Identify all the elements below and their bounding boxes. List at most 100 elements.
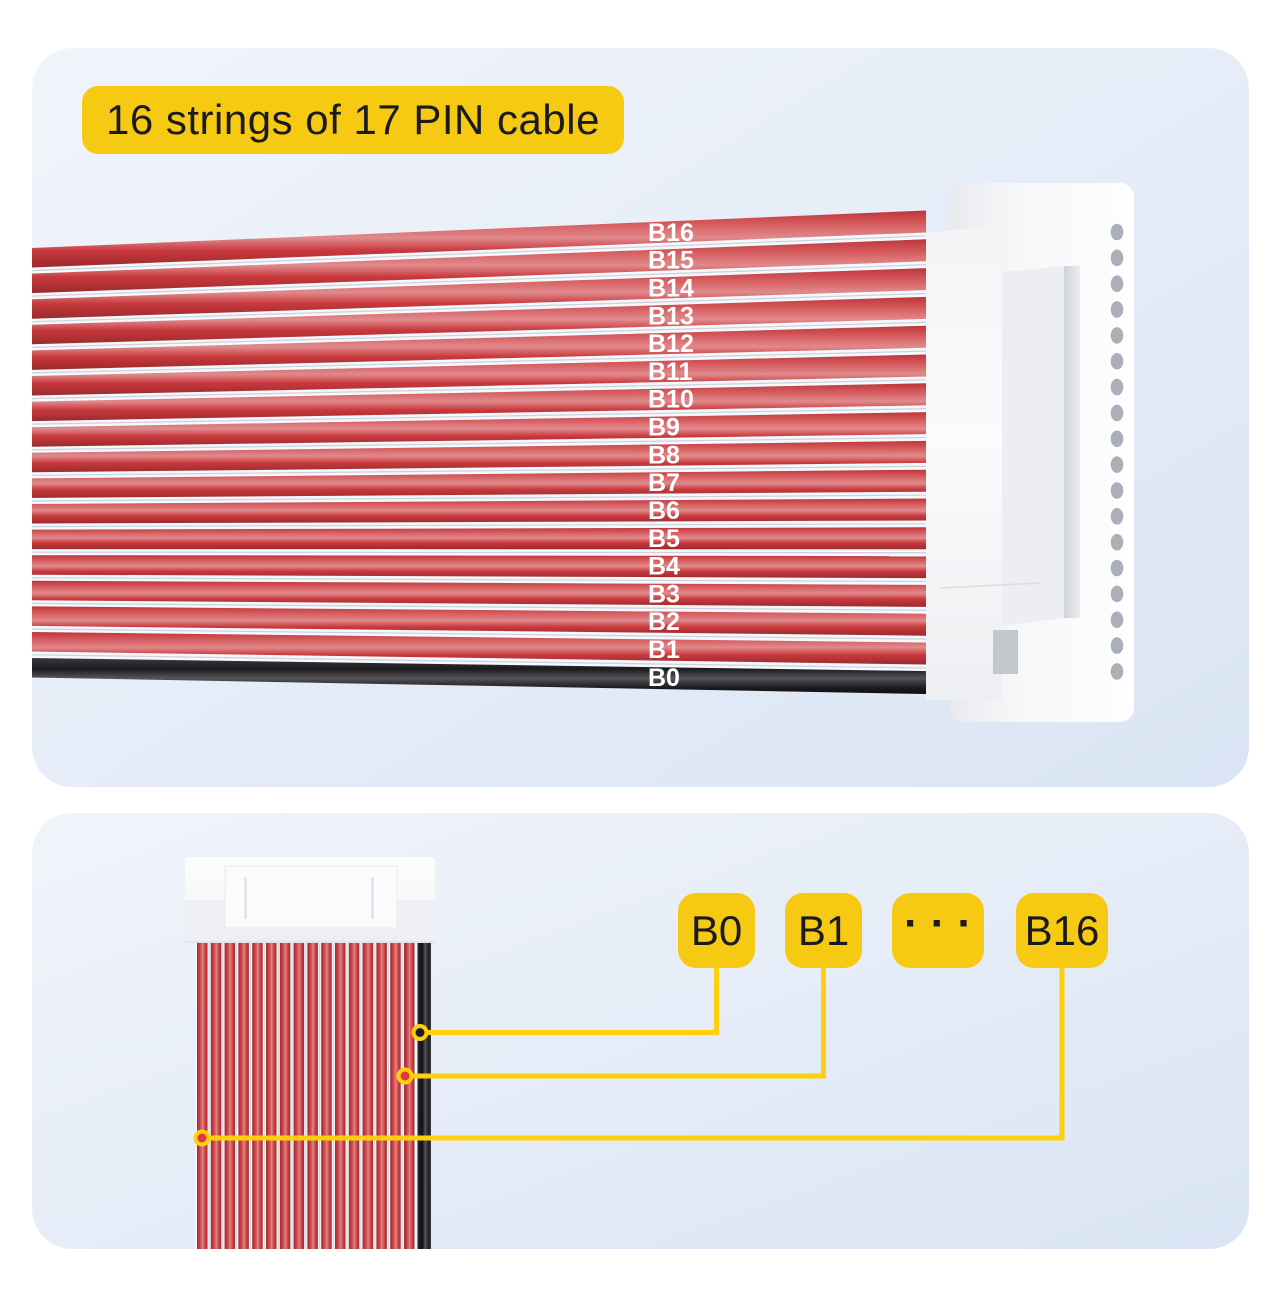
pin-hole: [1110, 456, 1124, 473]
callout-dot-b16: [197, 1133, 207, 1143]
callout-line-b16: [202, 966, 1065, 1141]
ribbon-wire-red: [348, 940, 360, 1249]
ribbon-gap-line: [32, 494, 927, 502]
pin-badge-b0: B0: [678, 893, 755, 968]
top-panel: B16B15B14B13B12B11B10B9B8B7B6B5B4B3B2B1B…: [32, 48, 1249, 787]
ribbon-gap-line: [32, 264, 927, 297]
wire-b10: [32, 383, 926, 422]
wire-b7: [32, 469, 926, 498]
ribbon-wire-red: [197, 940, 208, 1249]
pin-hole: [1110, 327, 1124, 344]
ribbon-gap-line: [32, 436, 927, 451]
ribbon-gap-line: [32, 379, 927, 400]
wire-b4: [32, 555, 926, 579]
ribbon-wire-red: [362, 940, 374, 1249]
ribbon-wire-red: [279, 940, 291, 1249]
pin-badge-label: B0: [690, 906, 743, 954]
connector-seam-line: [939, 582, 1041, 589]
callout-dot-b0: [415, 1028, 425, 1037]
wire-label-b16: B16: [648, 219, 694, 247]
wire-b3: [32, 580, 926, 607]
ribbon-wire-red: [376, 940, 387, 1249]
wire-label-b14: B14: [648, 274, 694, 302]
pin-badge-label: B16: [1024, 906, 1100, 954]
wire-label-b4: B4: [648, 553, 680, 581]
title-text: 16 strings of 17 PIN cable: [106, 96, 600, 143]
wire-label-b13: B13: [648, 302, 694, 330]
wire-b15: [32, 239, 926, 294]
ribbon-gap-line: [32, 292, 927, 323]
ribbon-wire-red: [307, 940, 318, 1249]
connector-17pin: [926, 183, 1134, 722]
pin-hole: [1110, 223, 1124, 241]
ribbon-gap-line: [32, 321, 927, 348]
connector-mid-slab: [1002, 266, 1064, 626]
wire-label-b3: B3: [648, 580, 680, 608]
callout-dot-b1: [400, 1071, 410, 1081]
ribbon-gap-line: [32, 465, 927, 476]
callout-line-b0: [420, 966, 719, 1035]
wire-label-b0: B0: [648, 664, 680, 692]
pin-hole: [1110, 301, 1124, 318]
pin-hole: [1110, 663, 1124, 680]
wire-b12: [32, 325, 926, 370]
pin-hole: [1110, 430, 1124, 448]
wire-label-b12: B12: [648, 330, 694, 358]
ribbon-wire-red: [390, 940, 401, 1249]
pin-hole: [1110, 559, 1124, 577]
pin-hole: [1110, 482, 1124, 499]
ribbon-wire-red: [404, 940, 415, 1249]
wire-b5: [32, 527, 926, 550]
ribbon-gap-line: [32, 408, 927, 425]
pin-badge-label: B1: [797, 906, 850, 954]
callout-line-b1: [405, 966, 826, 1079]
ribbon-gap-line: [32, 350, 927, 374]
connector-left-step: [185, 900, 225, 943]
pin-hole: [1110, 378, 1124, 396]
wire-b13: [32, 296, 926, 345]
wire-label-b9: B9: [648, 414, 680, 442]
wire-b2: [32, 606, 926, 636]
wire-label-b8: B8: [648, 441, 680, 469]
wire-b14: [32, 268, 926, 319]
ribbon-wire-red: [293, 940, 305, 1249]
wire-label-b5: B5: [648, 525, 680, 553]
ribbon-wire-red: [238, 940, 249, 1249]
connector-latch-notch: [993, 630, 1018, 674]
pin-hole: [1110, 637, 1124, 654]
wire-b11: [32, 354, 926, 396]
ribbon-gap-line: [32, 523, 927, 528]
ribbon-gap-line: [32, 235, 927, 272]
connector-front-slab: [926, 225, 1002, 700]
ribbon-wire-black-b0: [417, 940, 431, 1249]
pin-holes: [1110, 223, 1124, 680]
bottom-panel: [32, 813, 1249, 1249]
title-badge: 16 strings of 17 PIN cable: [82, 86, 624, 154]
wire-label-b2: B2: [648, 608, 680, 636]
wire-label-b6: B6: [648, 497, 680, 525]
ribbon-gap-line: [32, 602, 927, 611]
pin-hole: [1110, 533, 1124, 551]
wire-label-b10: B10: [648, 386, 694, 414]
wire-b9: [32, 412, 926, 447]
ribbon-wire-red: [321, 940, 332, 1249]
ribbon-gap-line: [32, 628, 927, 640]
wire-label-b7: B7: [648, 469, 680, 497]
wire-b16: [32, 210, 926, 268]
pin-hole: [1110, 508, 1124, 525]
connector-17pin-front: [185, 857, 435, 943]
pin-hole: [1110, 585, 1124, 603]
wire-b0: [32, 658, 953, 695]
wire-b1: [32, 632, 926, 665]
pin-hole: [1110, 249, 1124, 267]
wire-b8: [32, 440, 926, 473]
pin-hole: [1110, 611, 1124, 629]
wire-label-b11: B11: [648, 358, 693, 386]
ribbon-gap-line: [32, 551, 927, 554]
pin-badge-label: ···: [904, 898, 984, 948]
wire-label-b1: B1: [648, 636, 680, 664]
pin-badge-b1: B1: [785, 893, 862, 968]
wire-label-b15: B15: [648, 247, 694, 275]
